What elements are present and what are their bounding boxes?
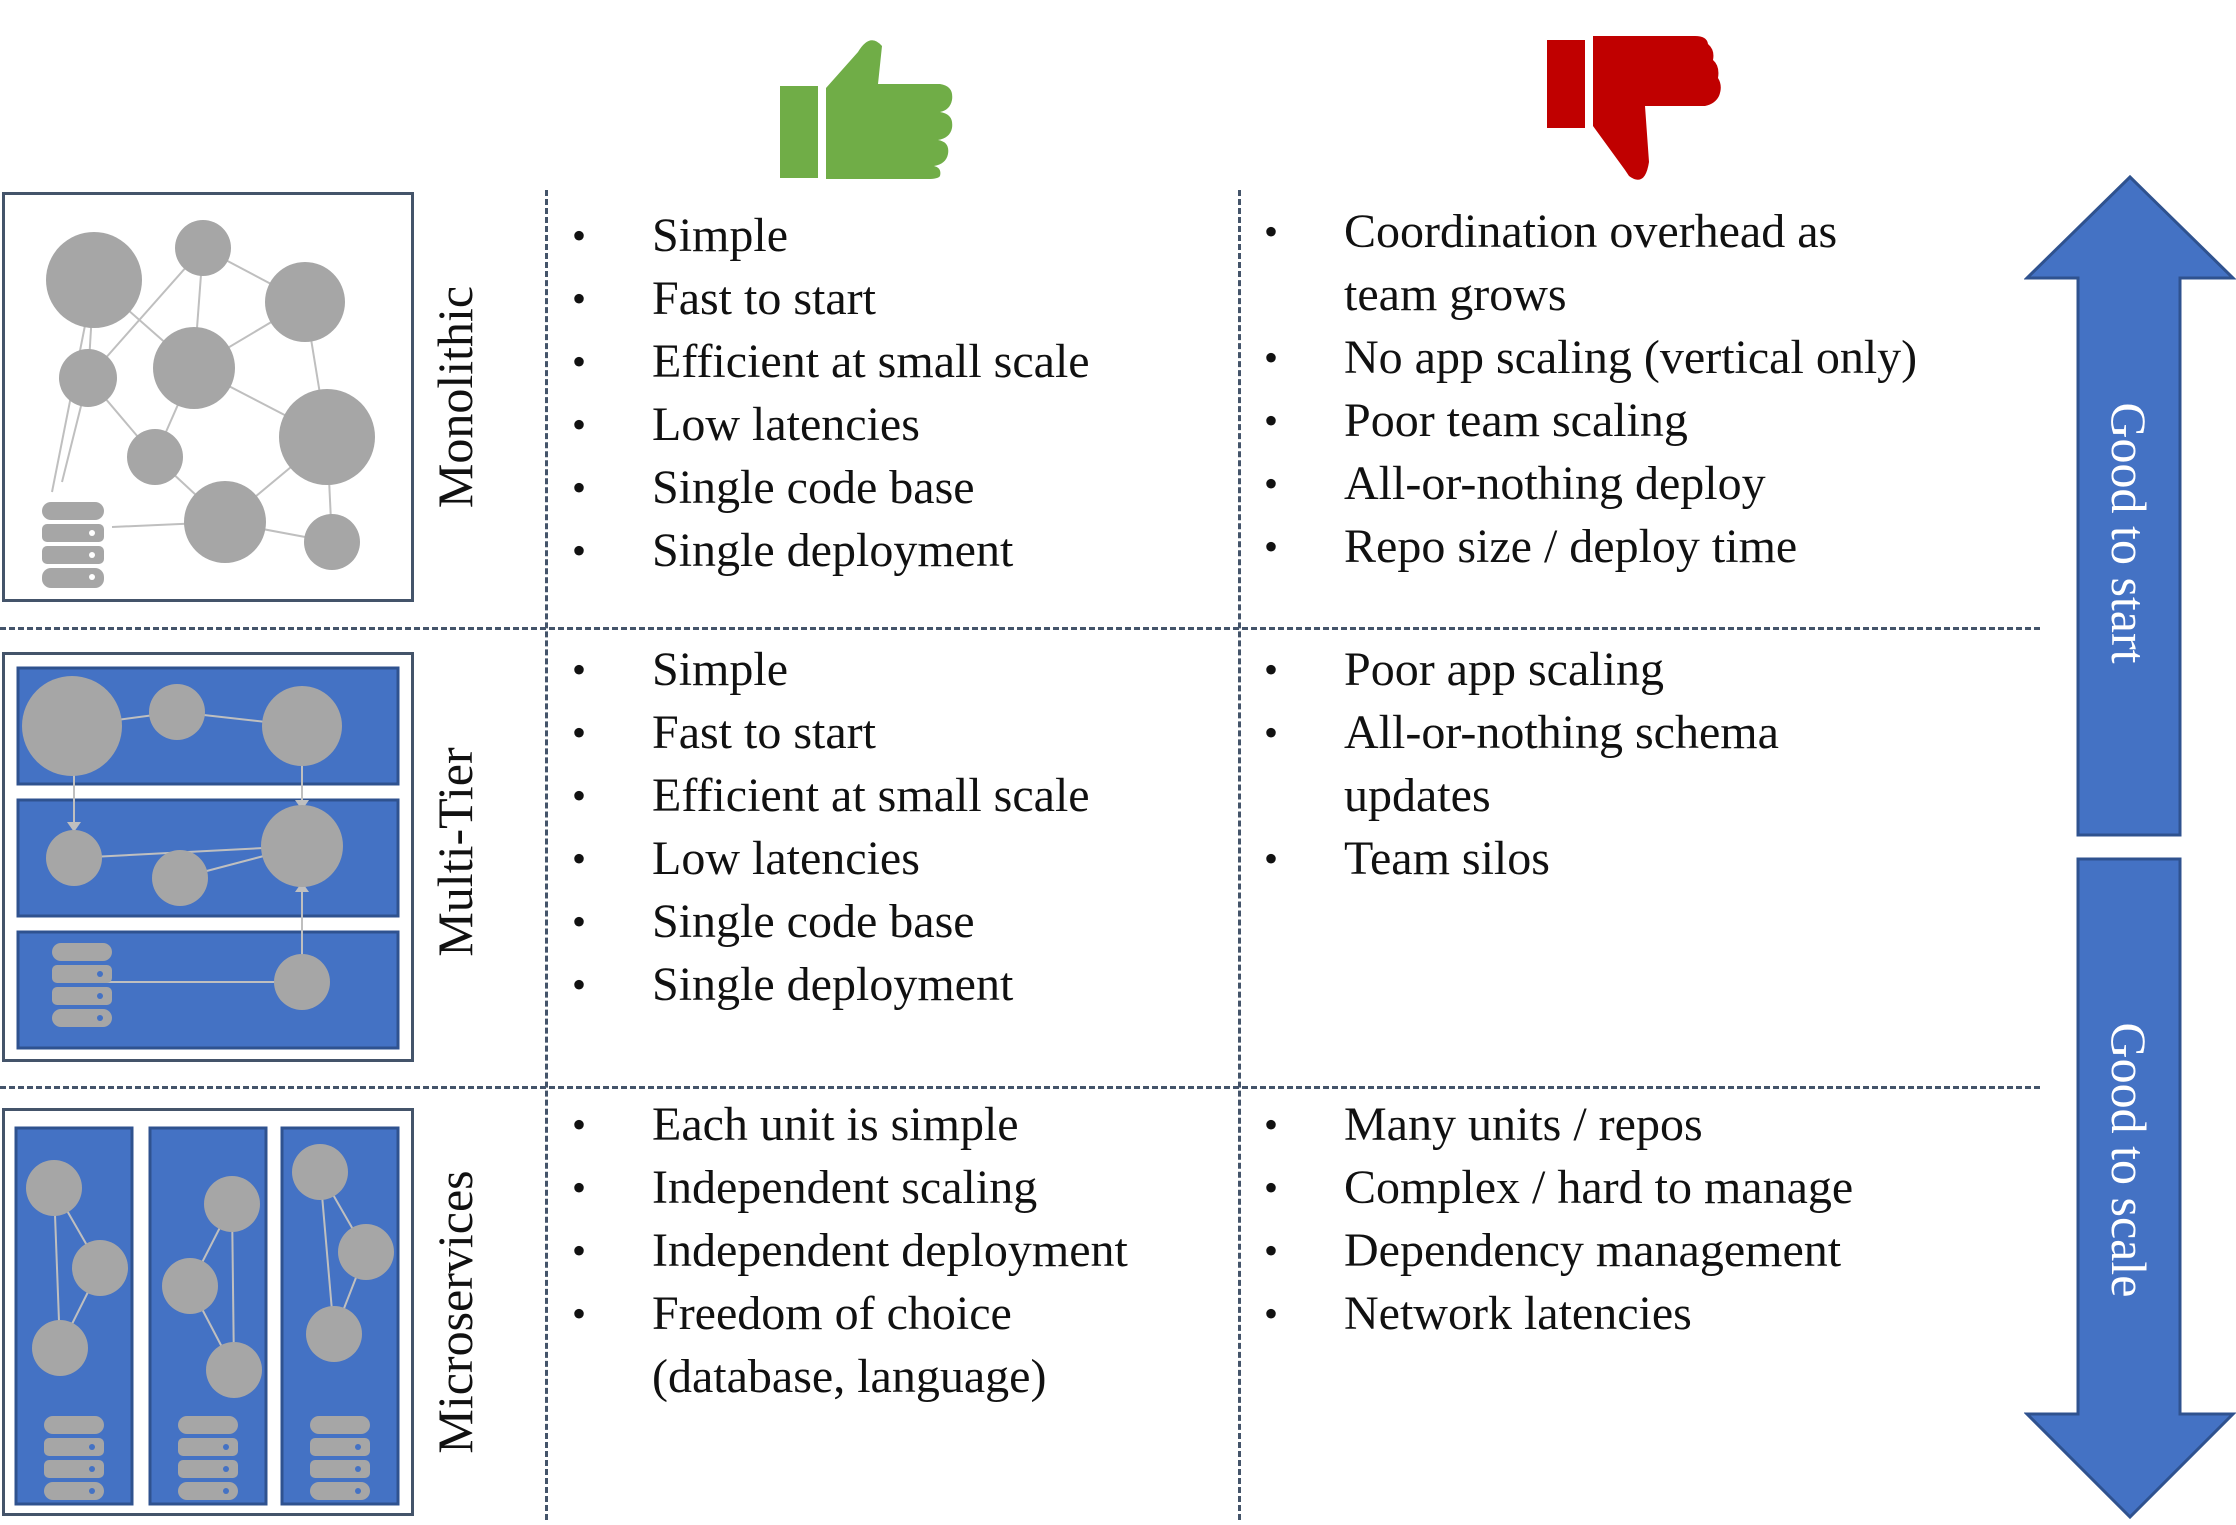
column-divider-right (1238, 190, 1241, 1520)
arrow-down-icon (2024, 856, 2236, 1520)
list-item: Dependency management (1254, 1219, 1994, 1282)
row-divider-2 (0, 1086, 2040, 1089)
pros-list-microservices: Each unit is simple Independent scaling … (562, 1093, 1222, 1408)
list-item: Single code base (562, 456, 1222, 519)
row-label-monolithic: Monolithic (427, 285, 483, 509)
list-item: Complex / hard to manage (1254, 1156, 1994, 1219)
thumbs-down-icon (1545, 30, 1725, 188)
cons-list-microservices: Many units / repos Complex / hard to man… (1254, 1093, 1994, 1345)
list-item: Single code base (562, 890, 1222, 953)
list-item: All-or-nothing deploy (1254, 452, 1994, 515)
microservices-diagram (2, 1108, 414, 1516)
list-item: Low latencies (562, 827, 1222, 890)
monolithic-diagram (2, 192, 414, 602)
list-item: Single deployment (562, 953, 1222, 1016)
list-item: Efficient at small scale (562, 764, 1222, 827)
list-item: Poor team scaling (1254, 389, 1994, 452)
list-item: Repo size / deploy time (1254, 515, 1994, 578)
pros-list-monolithic: Simple Fast to start Efficient at small … (562, 204, 1222, 582)
list-item: Efficient at small scale (562, 330, 1222, 393)
list-item: Freedom of choice (database, language) (562, 1282, 1172, 1408)
list-item: Fast to start (562, 701, 1222, 764)
list-item: Fast to start (562, 267, 1222, 330)
list-item: All-or-nothing schema updates (1254, 701, 1904, 827)
list-item: Single deployment (562, 519, 1222, 582)
multi-tier-diagram (2, 652, 414, 1062)
list-item: Independent scaling (562, 1156, 1222, 1219)
row-label-microservices: Microservices (427, 1170, 483, 1454)
thumbs-up-icon (778, 28, 958, 180)
row-label-multi-tier: Multi-Tier (427, 747, 483, 957)
list-item: Many units / repos (1254, 1093, 1994, 1156)
list-item: Independent deployment (562, 1219, 1222, 1282)
list-item: Coordination overhead as team grows (1254, 200, 1884, 326)
list-item: Poor app scaling (1254, 638, 1994, 701)
list-item: Team silos (1254, 827, 1994, 890)
arrow-label-good-to-start: Good to start (2101, 402, 2157, 664)
list-item: Network latencies (1254, 1282, 1994, 1345)
list-item: Simple (562, 204, 1222, 267)
cons-list-multi-tier: Poor app scaling All-or-nothing schema u… (1254, 638, 1994, 890)
list-item: Simple (562, 638, 1222, 701)
cons-list-monolithic: Coordination overhead as team grows No a… (1254, 200, 1994, 578)
arrow-up-icon (2024, 174, 2236, 838)
column-divider-left (545, 190, 548, 1520)
pros-list-multi-tier: Simple Fast to start Efficient at small … (562, 638, 1222, 1016)
list-item: No app scaling (vertical only) (1254, 326, 1994, 389)
list-item: Each unit is simple (562, 1093, 1222, 1156)
list-item: Low latencies (562, 393, 1222, 456)
arrow-label-good-to-scale: Good to scale (2101, 1022, 2157, 1298)
row-divider-1 (0, 627, 2040, 630)
